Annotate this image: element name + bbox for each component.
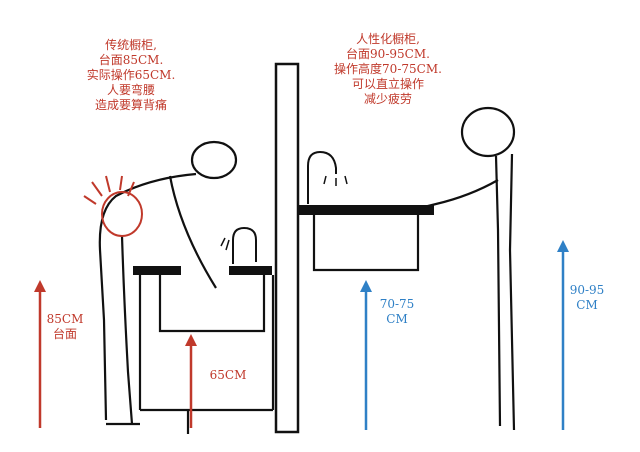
bent-person bbox=[83, 140, 238, 426]
bent-person-arm bbox=[168, 175, 217, 289]
arrow-85cm bbox=[34, 280, 46, 428]
right-water-drops bbox=[323, 175, 348, 186]
ergonomic-cabinet-note: 人性化橱柜, 台面90-95CM. 操作高度70-75CM. 可以直立操作 减少… bbox=[318, 32, 458, 107]
label-line: 70-75 bbox=[379, 297, 415, 311]
upright-person-arm bbox=[419, 179, 499, 210]
note-line: 人性化橱柜, bbox=[356, 32, 420, 46]
left-cabinet-body bbox=[138, 275, 275, 412]
traditional-cabinet bbox=[133, 226, 275, 434]
upright-person bbox=[419, 106, 516, 431]
left-countertop-a bbox=[133, 266, 181, 275]
note-line: 人要弯腰 bbox=[106, 83, 155, 97]
note-line: 可以直立操作 bbox=[351, 77, 424, 91]
pain-marks bbox=[83, 175, 135, 205]
label-line: CM bbox=[576, 298, 598, 312]
traditional-cabinet-note: 传统橱柜, 台面85CM. 实际操作65CM. 人要弯腰 造成要算背痛 bbox=[56, 38, 206, 113]
bent-person-leg bbox=[120, 235, 134, 425]
label-90-95cm: 90-95 CM bbox=[563, 283, 611, 313]
arrow-90-95cm bbox=[557, 240, 569, 430]
label-line: 85CM bbox=[46, 312, 84, 326]
bent-person-head bbox=[190, 140, 238, 180]
back-pain-circle bbox=[101, 191, 143, 237]
label-65cm: 65CM bbox=[209, 368, 247, 382]
label-line: CM bbox=[386, 312, 408, 326]
ergonomic-cabinet bbox=[298, 150, 434, 272]
right-sink-basin bbox=[312, 215, 420, 272]
label-85cm-countertop: 85CM 台面 bbox=[43, 312, 87, 342]
divider-wall bbox=[274, 62, 300, 434]
upright-person-front bbox=[494, 155, 502, 427]
label-70-75cm: 70-75 CM bbox=[367, 297, 427, 327]
note-line: 操作高度70-75CM. bbox=[334, 62, 442, 76]
left-countertop-b bbox=[229, 266, 272, 275]
arrow-65cm bbox=[185, 334, 197, 428]
label-line: 90-95 bbox=[569, 283, 605, 297]
left-sink-basin bbox=[158, 275, 266, 333]
right-countertop bbox=[298, 205, 434, 215]
note-line: 造成要算背痛 bbox=[94, 98, 167, 112]
left-faucet bbox=[232, 226, 257, 264]
note-line: 台面85CM. bbox=[98, 53, 164, 67]
upright-person-head bbox=[460, 106, 516, 158]
bent-person-back bbox=[98, 172, 197, 421]
note-line: 减少疲劳 bbox=[363, 92, 412, 106]
arrow-70-75cm bbox=[360, 280, 372, 430]
note-line: 台面90-95CM. bbox=[346, 47, 430, 61]
upright-person-back bbox=[508, 153, 516, 431]
note-line: 实际操作65CM. bbox=[86, 68, 176, 82]
right-faucet bbox=[307, 150, 337, 204]
left-water-drops bbox=[220, 237, 230, 251]
note-line: 传统橱柜, bbox=[105, 38, 157, 52]
label-line: 台面 bbox=[52, 327, 77, 341]
